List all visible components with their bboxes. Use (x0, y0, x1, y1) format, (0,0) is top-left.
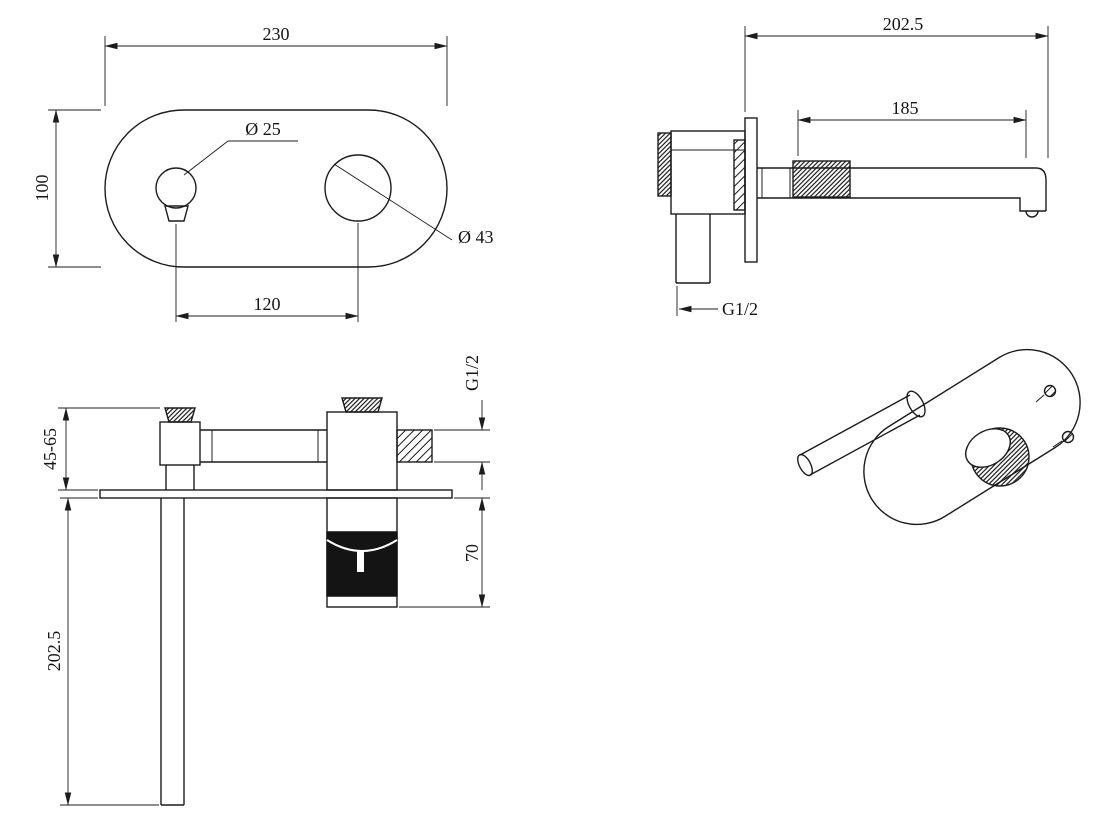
body-thread-section (733, 139, 746, 211)
wall-plate-edge (744, 117, 758, 263)
leader-inlet-thread: G1/2 (676, 286, 758, 319)
dia-text-small-hole: Ø 25 (245, 119, 281, 139)
dim-text-drop-length: 202.5 (44, 631, 64, 672)
dim-text-spout-reach: 185 (892, 98, 919, 118)
dim-outlet-thread: G1/2 (434, 355, 490, 490)
leader-line (333, 163, 453, 241)
dim-plate-height: 100 (32, 109, 101, 268)
dim-text-overall-reach: 202.5 (883, 14, 924, 34)
dim-drop-length: 202.5 (44, 497, 159, 806)
leader-small-hole-dia: Ø 25 (183, 119, 298, 176)
dia-text-large-hole: Ø 43 (458, 227, 494, 247)
dim-text-body-length: 70 (462, 544, 482, 562)
dim-text-plate-height: 100 (32, 175, 52, 202)
iso-fixing-detail (1061, 430, 1075, 444)
spout-top-line (757, 167, 1047, 211)
iso-spout-top (799, 394, 911, 456)
dim-text-mount-depth: 45-65 (40, 428, 60, 470)
cartridge-cap (341, 397, 383, 413)
dim-body-length: 70 (399, 497, 490, 608)
handle-lever-tip (164, 205, 189, 222)
iso-fixing-detail (1043, 384, 1057, 398)
iso-spout-tip (797, 453, 813, 477)
front-view-geometry (104, 109, 448, 268)
spout-hole (324, 154, 392, 222)
wall-plate-outline (104, 109, 448, 268)
dim-hole-spacing: 120 (175, 223, 359, 322)
iso-spout-base (906, 390, 926, 418)
dim-text-hole-spacing: 120 (254, 294, 281, 314)
valve-left-body (159, 421, 201, 466)
leader-line (183, 140, 229, 176)
thread-text-outlet: G1/2 (462, 355, 482, 391)
handle-highlight-slit (357, 550, 364, 572)
dim-text-plate-width: 230 (263, 24, 290, 44)
dim-spout-reach: 185 (797, 98, 1027, 158)
aerator-arc (1025, 210, 1039, 218)
side-view-geometry (657, 117, 1047, 284)
side-view: 202.5 185 G1/2 (657, 14, 1049, 319)
rear-view: G1/2 45-65 70 202.5 (40, 355, 490, 806)
wall-plate-edge-on (99, 489, 453, 499)
handle-hole (155, 167, 197, 209)
iso-spout-bottom (809, 414, 921, 476)
rear-view-geometry (99, 397, 453, 806)
iso-fixing-line (1052, 440, 1063, 448)
inlet-thread-section (657, 132, 672, 197)
iso-geometry (797, 348, 1081, 526)
outlet-connector (396, 429, 433, 463)
dim-mount-depth: 45-65 (40, 407, 160, 491)
iso-view (797, 348, 1081, 526)
valve-cap-left (164, 407, 196, 423)
cartridge-block (326, 411, 398, 491)
spout-thread-section (792, 160, 851, 198)
dim-plate-width: 230 (104, 24, 448, 106)
iso-fixing-line (1035, 394, 1045, 403)
iso-handle-knob-face (965, 428, 1011, 468)
dim-overall-reach: 202.5 (744, 14, 1049, 158)
leader-large-hole-dia: Ø 43 (333, 163, 494, 247)
thread-text-inlet: G1/2 (722, 299, 758, 319)
spout-bottom-line (757, 197, 1046, 212)
front-view: 230 100 120 Ø 25 Ø 43 (32, 24, 494, 322)
iso-wall-plate (863, 348, 1081, 526)
